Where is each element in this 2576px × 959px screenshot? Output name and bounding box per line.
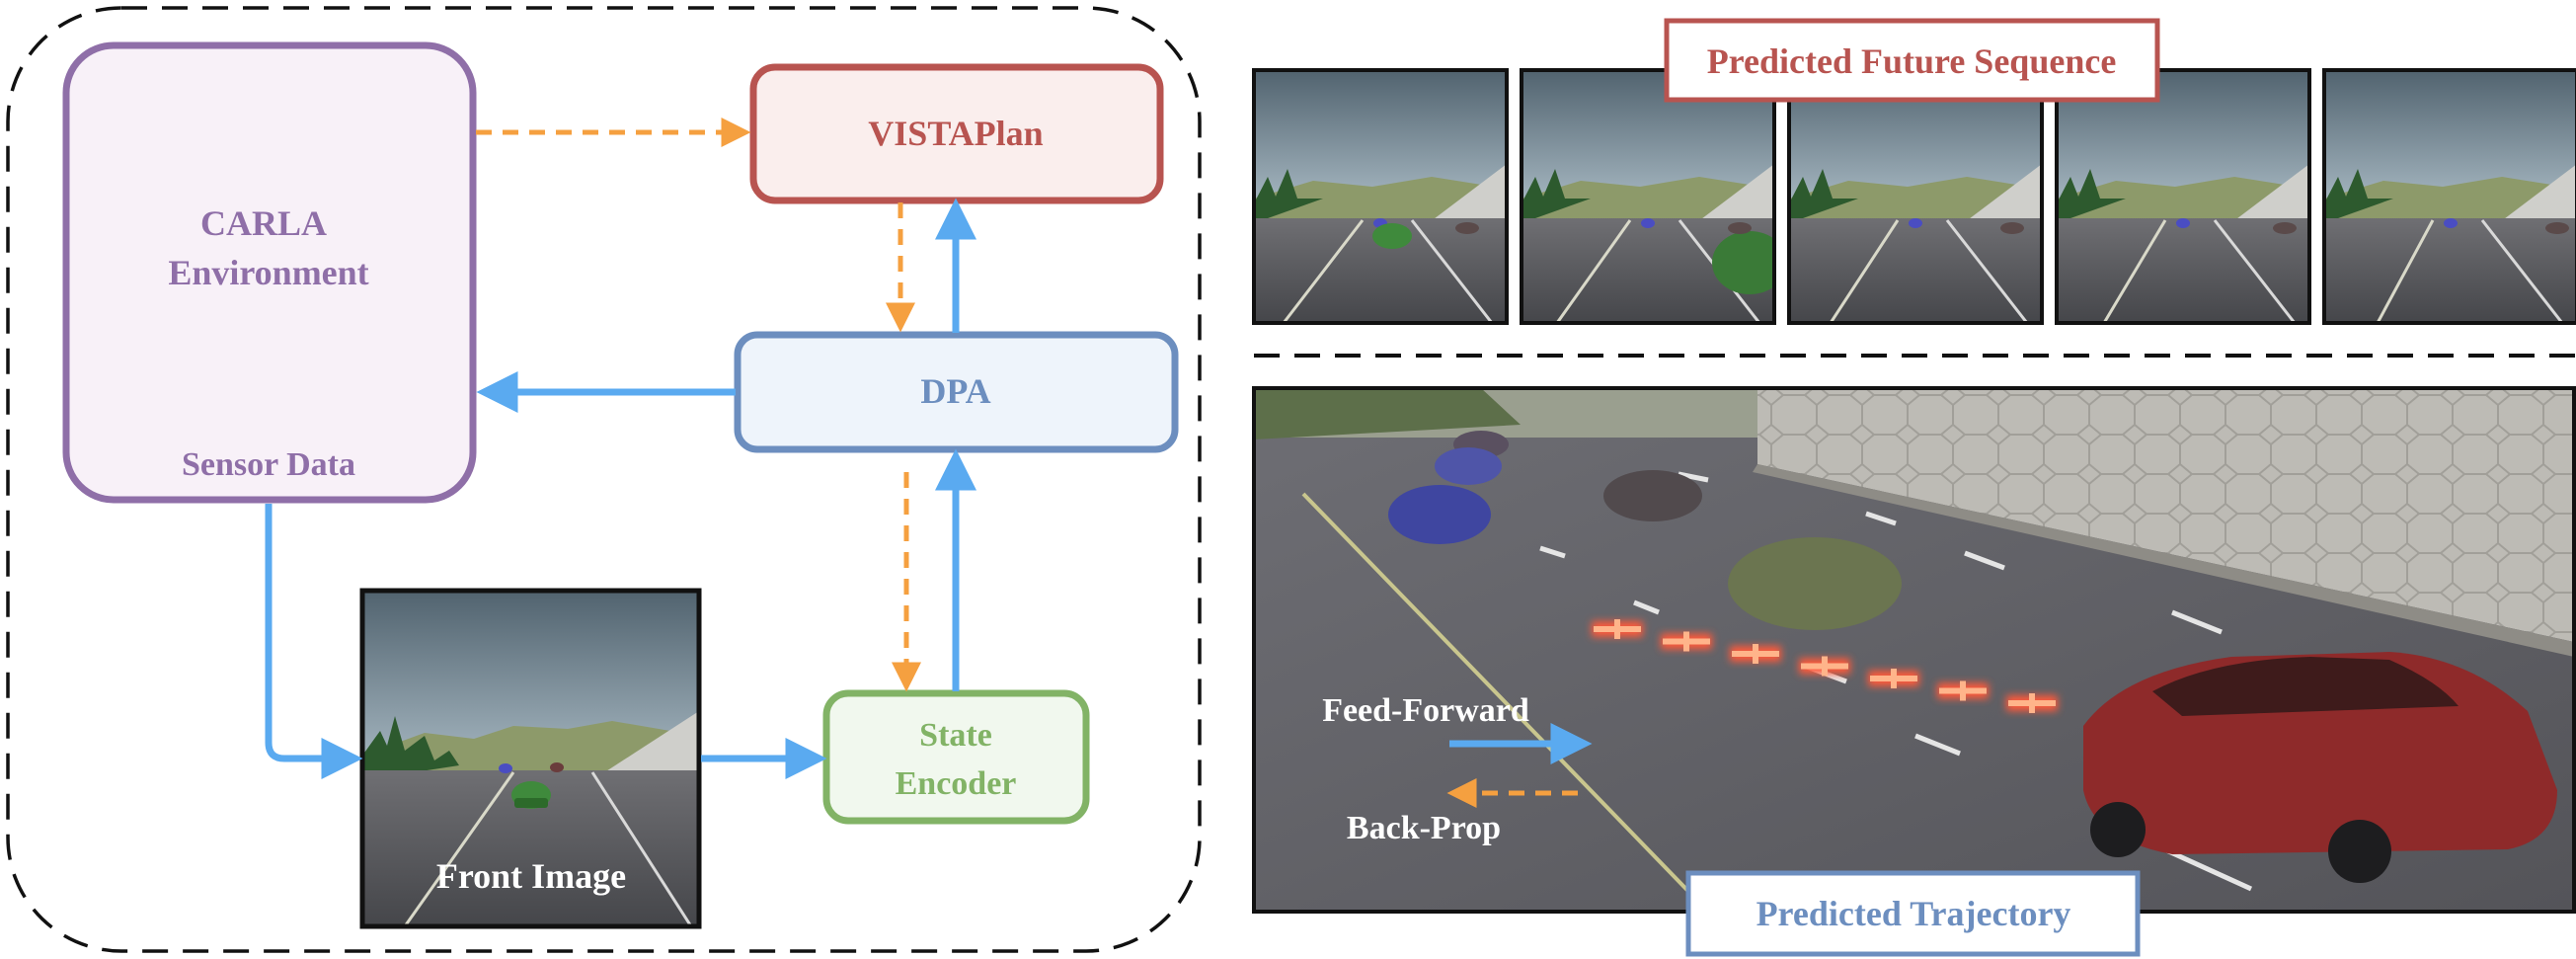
trajectory-marker [1592, 619, 1643, 639]
arrow-sensor-to-front-image [265, 504, 363, 779]
legend-feed-forward-label: Feed-Forward [1322, 692, 1529, 729]
system-boundary [6, 6, 1202, 953]
predicted-future-title-box: Predicted Future Sequence [1664, 18, 2160, 103]
predicted-trajectory-title-box: Predicted Trajectory [1685, 870, 2141, 957]
front-image-label: Front Image [436, 856, 626, 896]
trajectory-marker [1661, 631, 1712, 652]
predicted-future-title: Predicted Future Sequence [1707, 41, 2117, 81]
carla-label-line1: CARLA [200, 203, 327, 243]
predicted-future-frames [1252, 68, 2576, 325]
future-frame-3 [1787, 68, 2044, 325]
sensor-data-label: Sensor Data [182, 446, 355, 483]
trajectory-marker [1730, 644, 1781, 664]
state-label-line2: Encoder [896, 765, 1017, 802]
trajectory-marker [1937, 680, 1989, 701]
future-frame-2 [1520, 68, 1776, 325]
future-frame-4 [2055, 68, 2311, 325]
pipeline-arrows [265, 118, 976, 779]
state-encoder-node[interactable]: State Encoder [822, 689, 1090, 825]
future-frame-1 [1252, 68, 1509, 325]
dpa-label: DPA [920, 371, 990, 411]
dpa-node[interactable]: DPA [734, 331, 1179, 453]
trajectory-marker [1799, 656, 1850, 677]
legend-back-prop-label: Back-Prop [1347, 810, 1501, 846]
trajectory-markers [1592, 619, 2058, 713]
trajectory-marker [1868, 669, 1919, 688]
carla-environment-node[interactable]: CARLA Environment Sensor Data [62, 41, 477, 504]
carla-label-line2: Environment [168, 253, 368, 292]
future-frame-5 [2322, 68, 2576, 325]
predicted-trajectory-title: Predicted Trajectory [1756, 894, 2071, 933]
trajectory-marker [2006, 693, 2058, 713]
front-image: Front Image [359, 588, 702, 929]
vistaplan-label: VISTAPlan [868, 114, 1043, 153]
vistaplan-node[interactable]: VISTAPlan [749, 63, 1164, 204]
state-label-line1: State [919, 717, 992, 754]
predicted-trajectory-scene: Feed-Forward Back-Prop [1252, 386, 2576, 914]
